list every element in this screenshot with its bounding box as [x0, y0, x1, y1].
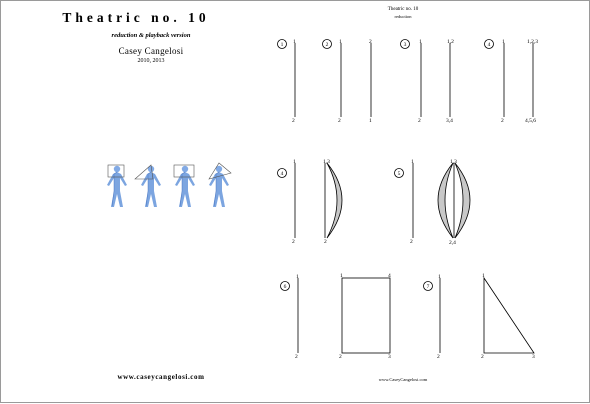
triangle — [483, 276, 535, 354]
step-number: 3 — [404, 42, 407, 48]
step-marker-1 — [277, 39, 287, 49]
point-label: 1 — [339, 39, 342, 45]
point-label: 2 — [295, 354, 298, 360]
piece-title: Theatric no. 10 — [62, 10, 210, 25]
arc-right — [454, 162, 471, 239]
point-label: 4 — [388, 273, 391, 279]
point-label: 1 — [482, 273, 485, 279]
step-number: 6 — [284, 284, 287, 290]
point-label: 2 — [338, 118, 341, 124]
composition-years: 2010, 2013 — [137, 58, 165, 64]
point-label: 1 — [419, 39, 422, 45]
point-label: 3 — [388, 354, 391, 360]
point-label: 1,3 — [450, 159, 457, 165]
performer-figures — [106, 162, 232, 208]
point-label: 2 — [292, 118, 295, 124]
arc — [326, 162, 343, 239]
point-label: 1 — [293, 39, 296, 45]
step-number: 7 — [427, 284, 430, 290]
point-label: 1 — [293, 159, 296, 165]
point-label: 1 — [438, 274, 441, 280]
point-label: 1,3 — [323, 159, 330, 165]
point-label: 2 — [418, 118, 421, 124]
point-label: 1 — [502, 39, 505, 45]
step-marker-6 — [394, 168, 404, 178]
point-label: 2 — [339, 354, 342, 360]
point-label: 1 — [296, 274, 299, 280]
step-marker-2 — [322, 39, 332, 49]
point-label: 2 — [324, 239, 327, 245]
point-label: 1 — [340, 273, 343, 279]
step-number: 4 — [488, 42, 491, 48]
title-page: Theatric no. 10 reduction & playback ver… — [1, 1, 273, 404]
point-label: 2 — [410, 239, 413, 245]
reduction-diagram: 1 2 3 4 4 5 6 7 1 2 1 2 2 1 1 1,2 2 3,4 — [277, 39, 538, 360]
reduction-title: Theatric no. 10 — [387, 7, 419, 12]
point-label: 3,4 — [446, 118, 453, 124]
point-label: 2 — [501, 118, 504, 124]
step-number: 2 — [326, 42, 329, 48]
point-label: 2 — [437, 354, 440, 360]
website-url[interactable]: www.caseycangelosi.com — [117, 373, 205, 381]
version-subtitle: reduction & playback version — [111, 32, 191, 39]
point-label: 2,4 — [449, 240, 456, 246]
point-label: 4,5,6 — [525, 118, 536, 124]
step-marker-5 — [277, 168, 287, 178]
point-label: 1,2,3 — [527, 39, 538, 45]
point-label: 2 — [481, 354, 484, 360]
figure-1-icon — [106, 164, 128, 208]
point-label: 1 — [411, 159, 414, 165]
point-label: 2 — [369, 39, 372, 45]
point-label: 3 — [532, 354, 535, 360]
step-marker-3 — [400, 39, 410, 49]
point-label: 1 — [369, 118, 372, 124]
figure-3-icon — [173, 164, 196, 208]
rectangle — [341, 277, 391, 354]
reduction-page: Theatric no. 10 reduction — [273, 1, 590, 404]
figure-4-icon — [208, 162, 232, 208]
reduction-subtitle: reduction — [394, 14, 412, 19]
step-number: 4 — [281, 171, 284, 177]
point-label: 1,2 — [447, 39, 454, 45]
step-marker-4 — [484, 39, 494, 49]
composer-name: Casey Cangelosi — [118, 46, 184, 56]
arc-left — [437, 162, 454, 239]
reduction-footer-url[interactable]: www.CaseyCangelosi.com — [378, 377, 428, 382]
step-number: 1 — [281, 42, 284, 48]
step-marker-8 — [423, 281, 433, 291]
step-number: 5 — [398, 171, 401, 177]
step-marker-7 — [280, 281, 290, 291]
figure-2-icon — [134, 164, 162, 208]
point-label: 2 — [292, 239, 295, 245]
